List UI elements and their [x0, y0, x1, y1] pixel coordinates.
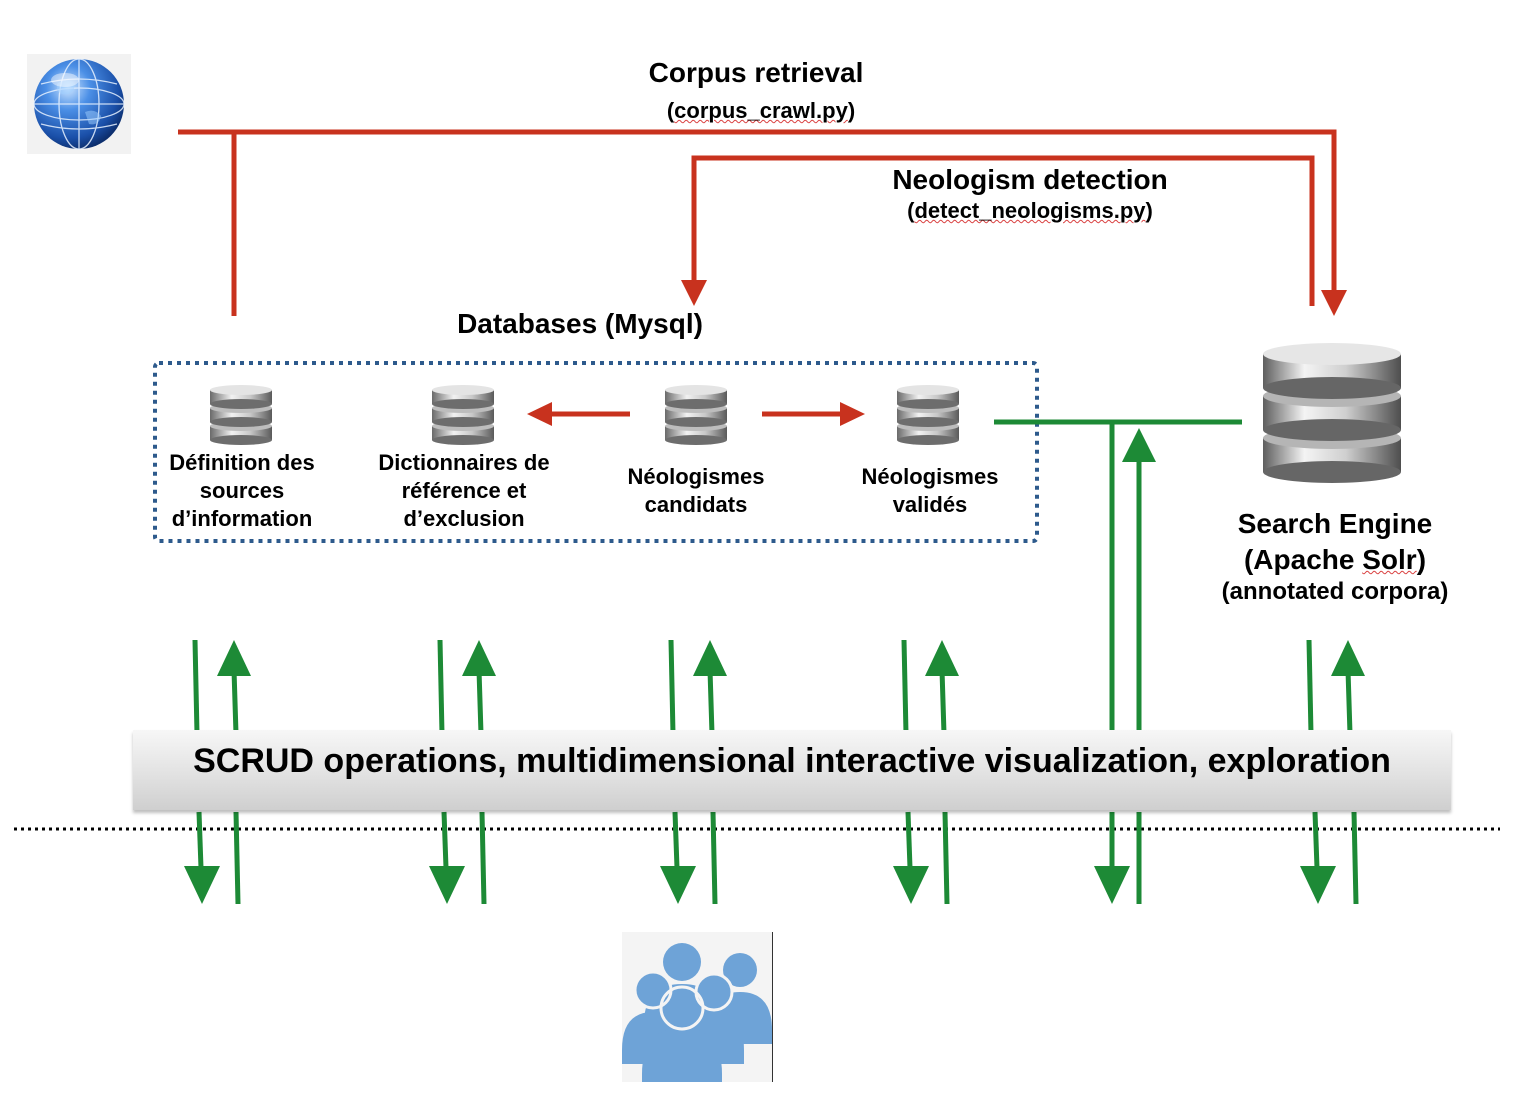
corpus-retrieval-script: (corpus_crawl.py) [666, 98, 856, 123]
up-arrowhead-5 [1331, 640, 1365, 676]
up-arrowhead-1 [217, 640, 251, 676]
globe-icon [27, 54, 131, 154]
database-icon [210, 385, 272, 445]
neologism-detection-script: (detect_neologisms.py) [907, 198, 1153, 223]
down-arrowhead-6 [1300, 866, 1336, 904]
operations-banner: SCRUD operations, multidimensional inter… [133, 730, 1451, 810]
corpus-retrieval-line [178, 129, 1337, 292]
database-icon [897, 385, 959, 445]
down-arrowhead-3 [660, 866, 696, 904]
corpus-retrieval-arrowhead [1321, 290, 1347, 316]
neologism-detection-line [691, 155, 1315, 306]
down-arrowhead-5 [1094, 866, 1130, 904]
search-up-arrowhead [1122, 428, 1156, 462]
databases-box [153, 361, 1039, 543]
neologism-detection-arrowhead [681, 280, 707, 306]
arrowhead-to-validated [840, 402, 865, 426]
databases-title: Databases (Mysql) [457, 308, 703, 339]
search-engine-database-icon [1263, 343, 1401, 483]
database-icon [665, 385, 727, 445]
neologism-detection-title: Neologism detection [892, 164, 1168, 195]
database-icon [432, 385, 494, 445]
up-arrowhead-3 [693, 640, 727, 676]
search-engine-title: Search Engine (Apache Solr) [1237, 508, 1433, 575]
up-arrowhead-2 [462, 640, 496, 676]
up-arrowhead-4 [925, 640, 959, 676]
corpus-retrieval-title: Corpus retrieval [648, 57, 864, 88]
search-engine-subtitle: (annotated corpora) [1221, 578, 1449, 605]
down-arrowhead-2 [429, 866, 465, 904]
arrowhead-to-dictionaries [527, 402, 552, 426]
users-group-icon [622, 932, 773, 1082]
operations-banner-text: SCRUD operations, multidimensional inter… [193, 742, 1391, 780]
down-arrowhead-4 [893, 866, 929, 904]
down-arrowhead-1 [184, 866, 220, 904]
